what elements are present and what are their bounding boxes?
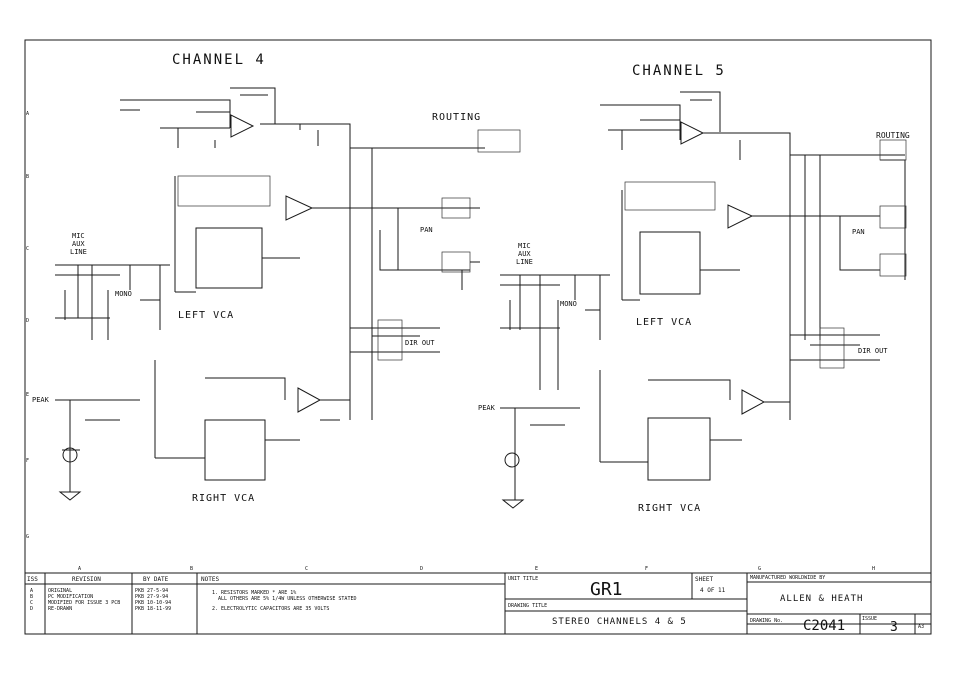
channel-4-title: CHANNEL 4 bbox=[172, 52, 266, 68]
grid-row-label: D bbox=[26, 318, 29, 324]
revision-by-date: PKB 10-10-94 bbox=[135, 600, 171, 606]
channel-5-input-mic: MIC bbox=[518, 242, 531, 250]
channel-5-peak-label: PEAK bbox=[478, 404, 496, 412]
revision-revision: PC MODIFICATION bbox=[48, 594, 93, 600]
sheet-label: SHEET bbox=[695, 576, 713, 583]
grid-row-label: A bbox=[26, 111, 29, 117]
grid-row-label: F bbox=[26, 458, 29, 464]
channel-4-peak-label: PEAK bbox=[32, 396, 50, 404]
channel-4-mono-label: MONO bbox=[115, 290, 132, 298]
grid-column-label: D bbox=[420, 566, 423, 572]
issue-label: ISSUE bbox=[862, 616, 877, 622]
channel-5-pan-label: PAN bbox=[852, 228, 865, 236]
drawing-border bbox=[24, 39, 932, 635]
grid-column-label: H bbox=[872, 566, 875, 572]
channel-4-input-mic: MIC bbox=[72, 232, 85, 240]
grid-column-label: A bbox=[78, 566, 81, 572]
channel-4-routing-label: ROUTING bbox=[432, 112, 481, 123]
grid-row-labels: A B C D E F G bbox=[26, 111, 29, 540]
grid-column-label: G bbox=[758, 566, 761, 572]
unit-title-label: UNIT TITLE bbox=[508, 576, 538, 582]
revision-revision: ORIGINAL bbox=[48, 588, 72, 594]
channel-4-input-line: LINE bbox=[70, 248, 87, 256]
channel-4-left-vca: LEFT VCA bbox=[178, 310, 234, 321]
revision-header: REVISION bbox=[72, 576, 101, 583]
revision-iss: C bbox=[30, 600, 33, 606]
grid-column-label: F bbox=[645, 566, 648, 572]
revision-iss: D bbox=[30, 606, 33, 612]
grid-column-label: E bbox=[535, 566, 538, 572]
channel-5-mono-label: MONO bbox=[560, 300, 577, 308]
channel-4-circuit: CHANNEL 4 ROUTING LEFT VCA RIGHT VCA bbox=[32, 52, 521, 504]
notes-header: NOTES bbox=[201, 576, 219, 583]
grid-row-label: G bbox=[26, 534, 29, 540]
revision-rows: A ORIGINAL PKB 27-5-94B PC MODIFICATION PKB … bbox=[30, 588, 171, 612]
manufacturer-label: MANUFACTURED WORLDWIDE BY bbox=[750, 575, 825, 581]
revision-revision: RE-DRAWN bbox=[48, 606, 72, 612]
revision-revision: MODIFIED FOR ISSUE 3 PCB bbox=[48, 600, 120, 606]
drawing-title: STEREO CHANNELS 4 & 5 bbox=[552, 617, 687, 627]
grid-row-label: E bbox=[26, 392, 29, 398]
grid-column-label: C bbox=[305, 566, 308, 572]
iss-header: ISS bbox=[27, 576, 38, 583]
unit-title: GR1 bbox=[590, 579, 623, 600]
channel-5-routing-label: ROUTING bbox=[876, 131, 910, 140]
grid-row-label: B bbox=[26, 174, 29, 180]
revision-by-date: PKB 27-9-94 bbox=[135, 594, 168, 600]
note-1b: ALL OTHERS ARE 5% 1/4W UNLESS OTHERWISE … bbox=[218, 596, 356, 602]
grid-row-label: C bbox=[26, 246, 29, 252]
channel-5-title: CHANNEL 5 bbox=[632, 63, 726, 79]
channel-4-input-aux: AUX bbox=[72, 240, 85, 248]
channel-5-left-vca: LEFT VCA bbox=[636, 317, 692, 328]
channel-5-right-vca: RIGHT VCA bbox=[638, 503, 701, 514]
channel-5-input-aux: AUX bbox=[518, 250, 531, 258]
drawing-no: C2041 bbox=[803, 618, 845, 634]
note-2: 2. ELECTROLYTIC CAPACITORS ARE 35 VOLTS bbox=[212, 606, 329, 612]
revision-by-date: PKB 27-5-94 bbox=[135, 588, 168, 594]
channel-4-right-vca: RIGHT VCA bbox=[192, 493, 255, 504]
manufacturer: ALLEN & HEATH bbox=[780, 594, 863, 604]
by-date-header: BY DATE bbox=[143, 576, 169, 583]
channel-4-pan-label: PAN bbox=[420, 226, 433, 234]
revision-iss: B bbox=[30, 594, 33, 600]
issue-value: 3 bbox=[890, 620, 898, 635]
grid-column-label: B bbox=[190, 566, 193, 572]
drawing-no-label: DRAWING No. bbox=[750, 618, 783, 624]
channel-5-input-line: LINE bbox=[516, 258, 533, 266]
channel-4-dir-out-label: DIR OUT bbox=[405, 339, 435, 347]
channel-5-dir-out-label: DIR OUT bbox=[858, 347, 888, 355]
sheet-size: A3 bbox=[918, 624, 924, 630]
note-1: 1. RESISTORS MARKED * ARE 1% bbox=[212, 590, 296, 596]
revision-by-date: PKB 18-11-99 bbox=[135, 606, 171, 612]
sheet-value: 4 OF 11 bbox=[700, 587, 726, 594]
title-block: ISS REVISION BY DATE NOTES A ORIGINAL PKB … bbox=[25, 572, 931, 635]
channel-5-circuit: CHANNEL 5 ROUTING LEFT VCA RIGHT VCA MON… bbox=[478, 63, 910, 514]
grid-column-labels: A B C D E F G H bbox=[78, 566, 875, 572]
drawing-title-label: DRAWING TITLE bbox=[508, 603, 547, 609]
revision-iss: A bbox=[30, 588, 33, 594]
